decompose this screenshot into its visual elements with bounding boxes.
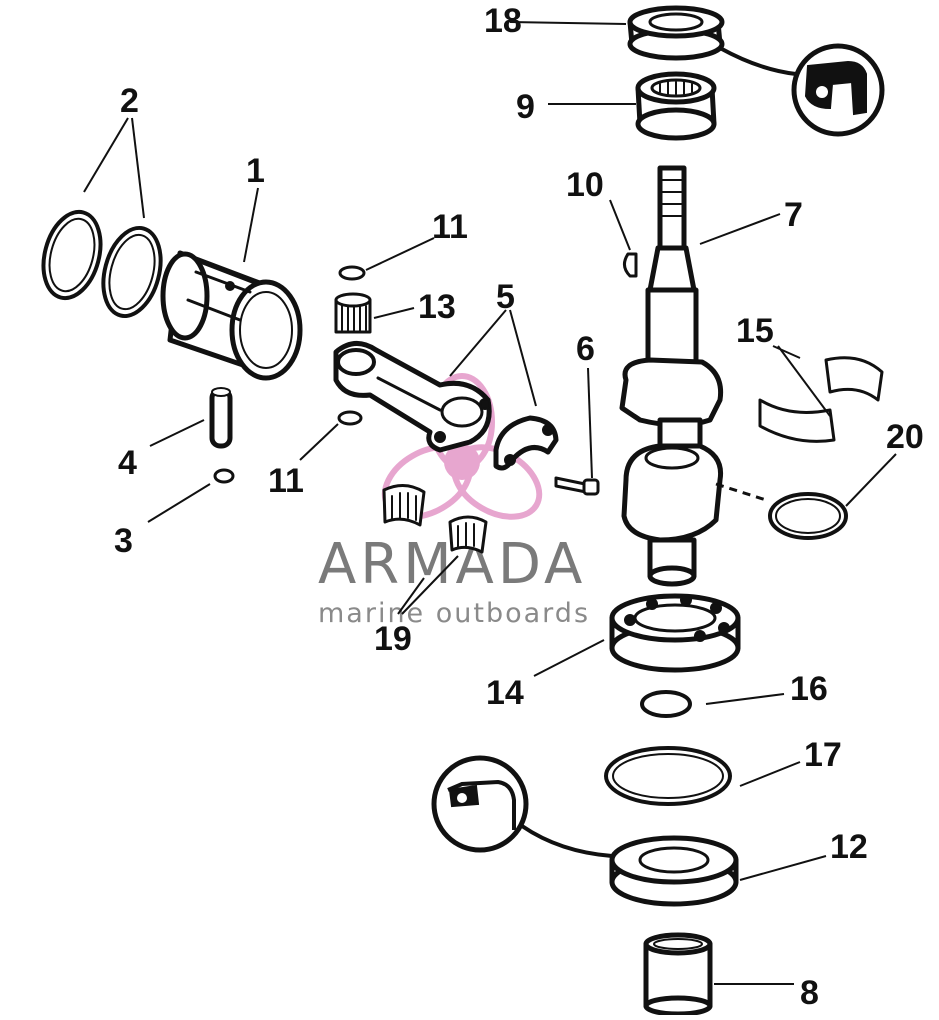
callout-18: 18 [484,2,522,40]
callout-14: 14 [486,674,524,712]
piston [160,250,303,381]
callout-12: 12 [830,828,868,866]
piston-ring-inner [101,225,163,319]
callout-5: 5 [496,278,515,316]
needle-bearing-cage-lower [448,515,488,554]
sealant-tube-icon-bottom [431,755,529,853]
crankshaft [619,165,724,587]
sealant-tube-icon-top [791,43,885,137]
callout-11-lower: 11 [268,462,304,500]
callout-3: 3 [114,522,133,560]
watermark: ARMADA marine outboards [318,373,590,629]
callout-9: 9 [516,88,535,126]
thrust-washer-upper [338,265,366,281]
callout-10: 10 [566,166,604,204]
callout-19: 19 [374,620,412,658]
callout-4: 4 [118,444,137,482]
piston-ring-outer [41,209,103,301]
callout-6: 6 [576,330,595,368]
rod-bolt [554,476,600,496]
main-bearing-half-right [824,356,884,402]
snap-ring-large [604,746,732,806]
callout-7: 7 [784,196,803,234]
wrist-pin [209,387,233,449]
connecting-rod [333,341,492,453]
crankshaft-oil-seal-lower [609,835,739,907]
snap-ring-small [640,690,692,718]
woodruff-key [623,252,638,278]
wrist-pin-retainer [213,468,235,484]
callout-17: 17 [804,736,842,774]
callout-15: 15 [736,312,774,350]
leader-lines [83,21,897,985]
thrust-washer-lower [337,410,363,426]
callout-8: 8 [800,974,819,1012]
callout-13: 13 [418,288,456,326]
watermark-tagline: marine outboards [318,598,590,629]
sleeve-bushing [643,932,713,1017]
callout-2: 2 [120,82,139,120]
main-bearing-half-left [758,398,836,443]
callout-labels: 1 2 3 4 5 6 7 8 9 10 11 11 12 13 14 15 1… [114,2,924,1012]
callout-20: 20 [886,418,924,456]
needle-bearing-upper [635,71,717,141]
callout-1: 1 [246,152,265,190]
crankshaft-retaining-ring [768,492,848,540]
ball-bearing-lower [609,593,741,673]
needle-bearing-cage-upper [382,484,426,527]
connecting-rod-cap [493,415,559,471]
needle-bearing-small-end [334,292,372,334]
crankshaft-oil-seal-upper [627,5,725,61]
callout-16: 16 [790,670,828,708]
callout-11-upper: 11 [432,208,468,246]
propeller-logo-icon [381,373,543,520]
